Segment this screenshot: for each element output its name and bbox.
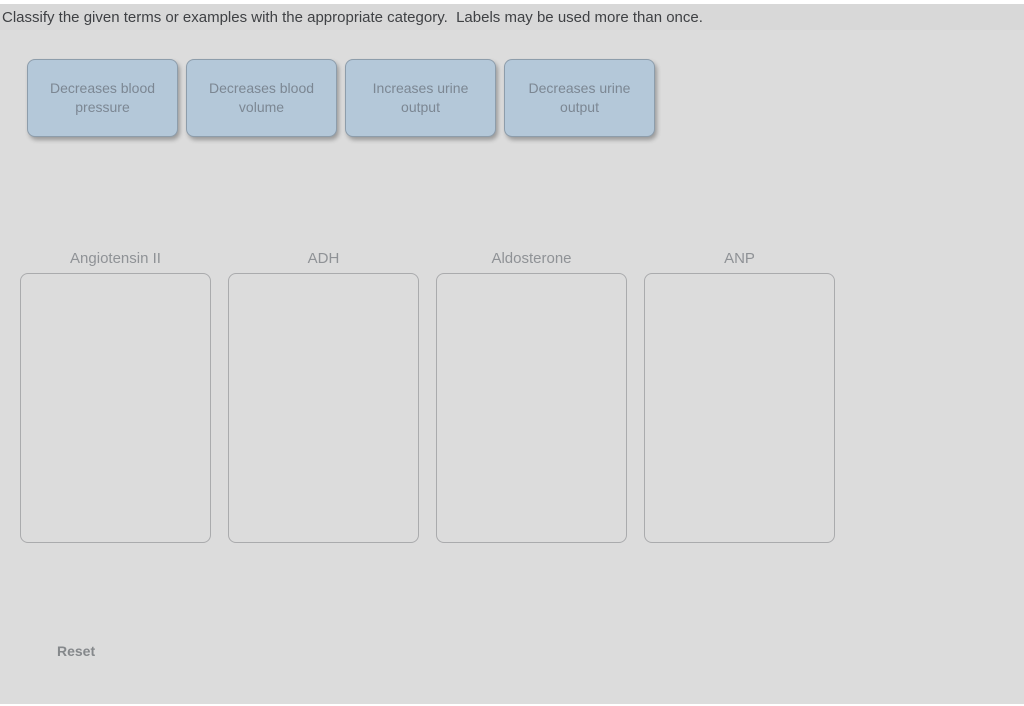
dropzone-angiotensin-ii[interactable] [20,273,211,543]
category-label: Angiotensin II [70,250,161,267]
category-label: ADH [307,250,340,267]
label-bank: Decreases blood pressure Decreases blood… [27,59,655,137]
dropzone-aldosterone[interactable] [436,273,627,543]
label-chip-text: Decreases blood volume [208,80,315,115]
label-chip-increases-urine-output[interactable]: Increases urine output [345,59,496,137]
category-adh: ADH [228,250,419,543]
label-chip-text: Decreases blood pressure [49,80,156,115]
category-angiotensin-ii: Angiotensin II [20,250,211,543]
label-chip-decreases-blood-volume[interactable]: Decreases blood volume [186,59,337,137]
instructions-bar: Classify the given terms or examples wit… [0,4,1024,30]
instructions-text: Classify the given terms or examples wit… [2,8,703,26]
category-label: ANP [724,250,755,267]
quiz-panel: Classify the given terms or examples wit… [0,4,1024,704]
category-label: Aldosterone [491,250,572,267]
label-chip-decreases-urine-output[interactable]: Decreases urine output [504,59,655,137]
category-columns: Angiotensin II ADH Aldosterone ANP [20,250,835,543]
category-aldosterone: Aldosterone [436,250,627,543]
reset-button[interactable]: Reset [57,643,96,659]
dropzone-anp[interactable] [644,273,835,543]
label-chip-text: Decreases urine output [528,80,631,115]
label-chip-text: Increases urine output [372,80,469,115]
dropzone-adh[interactable] [228,273,419,543]
category-anp: ANP [644,250,835,543]
label-chip-decreases-blood-pressure[interactable]: Decreases blood pressure [27,59,178,137]
